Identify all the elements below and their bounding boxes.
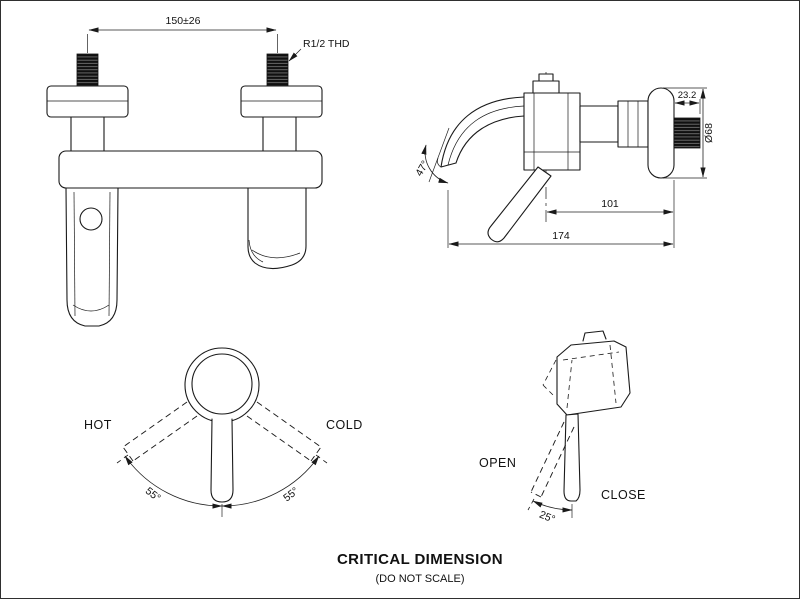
front-view: 150±26 R1/2 THD xyxy=(46,15,350,327)
right-flange xyxy=(240,85,323,118)
side-view: 47° 23.2 Ø68 101 174 xyxy=(413,72,715,248)
body-top-tab xyxy=(582,330,607,342)
cold-angle-arc xyxy=(221,455,320,509)
handle-stem xyxy=(210,418,234,503)
dim-diameter-label: Ø68 xyxy=(703,123,715,143)
hot-angle-arc xyxy=(124,455,223,509)
valve-body-side xyxy=(523,92,581,171)
open-angle-arc xyxy=(532,500,573,513)
left-flange xyxy=(46,85,129,118)
dim-150-label: 150±26 xyxy=(166,15,201,27)
spout-angle-label: 47° xyxy=(413,159,431,179)
thread-label: R1/2 THD xyxy=(303,38,350,50)
handle-open-position xyxy=(540,426,575,498)
front-handle xyxy=(65,187,119,327)
handle-closed-position xyxy=(563,413,581,502)
dim-23-2-label: 23.2 xyxy=(678,90,697,101)
handle-top-view: 55° 55° HOT COLD xyxy=(84,347,363,517)
cold-label: COLD xyxy=(326,418,363,432)
right-pipe xyxy=(262,116,297,153)
spout-inner-curve xyxy=(455,115,525,164)
side-handle xyxy=(487,166,552,243)
footer: CRITICAL DIMENSION (DO NOT SCALE) xyxy=(337,551,503,585)
wall-connector xyxy=(579,105,619,143)
hot-label: HOT xyxy=(84,418,112,432)
left-inlet-thread xyxy=(76,53,99,87)
dim-101-label: 101 xyxy=(601,198,619,210)
handle-side-view: 25° OPEN CLOSE xyxy=(479,330,646,526)
cold-position-dashed xyxy=(246,415,312,462)
wall-thread xyxy=(673,117,701,149)
hex-nut xyxy=(617,100,649,148)
hot-angle-label: 55° xyxy=(143,485,163,504)
spout-angle-arc xyxy=(421,144,449,184)
left-pipe xyxy=(70,116,105,153)
hot-position-dashed xyxy=(132,415,198,462)
dim-174-label: 174 xyxy=(552,230,570,242)
valve-body-detail xyxy=(556,340,631,416)
thread-leader-line xyxy=(288,48,302,62)
mixer-body xyxy=(58,150,323,189)
drawing-title: CRITICAL DIMENSION xyxy=(337,551,503,568)
handle-cap-inner xyxy=(191,353,253,415)
close-label: CLOSE xyxy=(601,488,646,502)
right-inlet-thread xyxy=(266,53,289,87)
cartridge-cap xyxy=(532,80,560,94)
front-spout xyxy=(247,187,307,270)
drawing-subtitle: (DO NOT SCALE) xyxy=(375,573,464,585)
wall-flange-side xyxy=(647,87,675,179)
cold-angle-label: 55° xyxy=(281,485,301,504)
open-label: OPEN xyxy=(479,456,516,470)
handle-button xyxy=(79,207,103,231)
open-angle-label: 25° xyxy=(538,509,557,526)
